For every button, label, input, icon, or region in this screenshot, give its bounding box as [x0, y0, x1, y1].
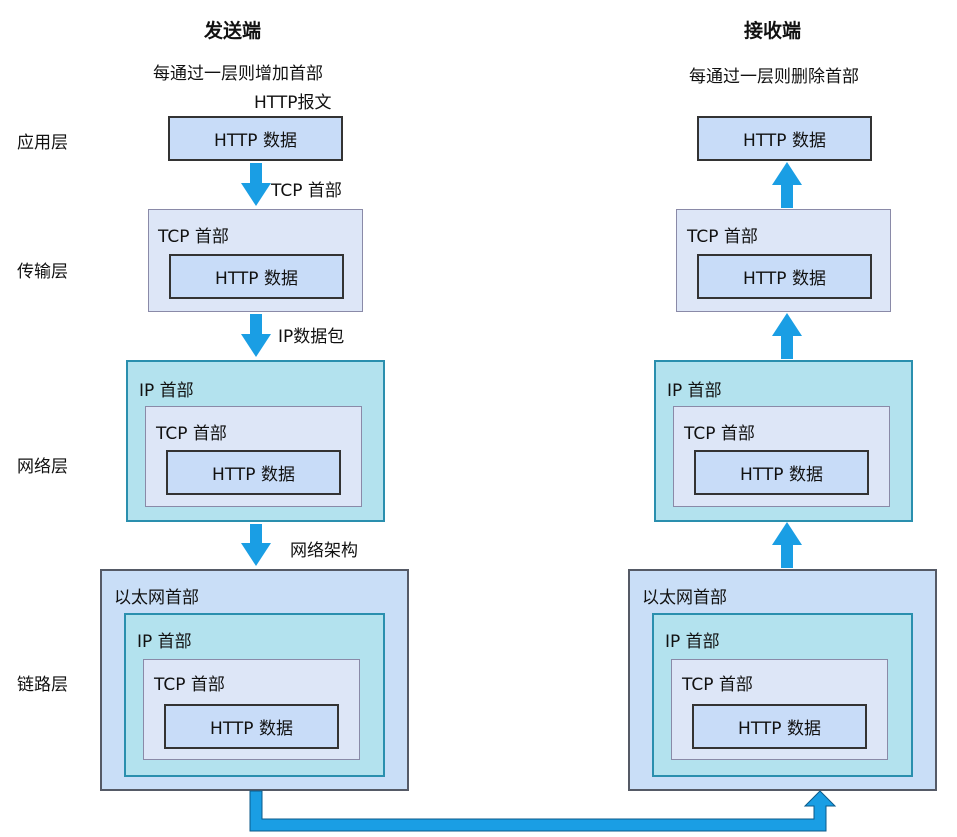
http-data-box: HTTP 数据	[692, 704, 867, 749]
receiver-app-http-data: HTTP 数据	[697, 116, 872, 161]
http-data-box: HTTP 数据	[169, 254, 344, 299]
sender-app-http-data: HTTP 数据	[168, 116, 343, 161]
tcp-segment-box: TCP 首部 HTTP 数据	[671, 659, 888, 760]
sender-transport-tcp-segment: TCP 首部 HTTP 数据	[148, 209, 363, 312]
tcp-header-label: TCP 首部	[687, 227, 758, 247]
tcp-segment-box: TCP 首部 HTTP 数据	[673, 406, 890, 507]
arrow-label-tcp-header: TCP 首部	[271, 181, 342, 201]
ip-packet-box: IP 首部 TCP 首部 HTTP 数据	[124, 613, 385, 777]
down-arrow-icon	[241, 314, 271, 357]
arrow-label-ip-packet: IP数据包	[278, 327, 345, 347]
ip-header-label: IP 首部	[137, 632, 192, 652]
layer-label-transport: 传输层	[17, 262, 68, 282]
sender-note-http-message: HTTP报文	[254, 93, 332, 113]
ip-header-label: IP 首部	[667, 381, 722, 401]
tcp-header-label: TCP 首部	[154, 675, 225, 695]
http-data-box: HTTP 数据	[697, 254, 872, 299]
ip-header-label: IP 首部	[665, 632, 720, 652]
http-data-box: HTTP 数据	[166, 450, 341, 495]
tcp-header-label: TCP 首部	[156, 424, 227, 444]
receiver-note: 每通过一层则删除首部	[689, 67, 859, 87]
sender-link-ethernet-frame: 以太网首部 IP 首部 TCP 首部 HTTP 数据	[100, 569, 409, 791]
sender-note: 每通过一层则增加首部	[153, 64, 323, 84]
http-data-box: HTTP 数据	[164, 704, 339, 749]
sender-network-ip-packet: IP 首部 TCP 首部 HTTP 数据	[126, 360, 385, 522]
layer-label-network: 网络层	[17, 457, 68, 477]
up-arrow-icon	[772, 313, 802, 359]
tcp-header-label: TCP 首部	[684, 424, 755, 444]
eth-header-label: 以太网首部	[642, 588, 727, 608]
down-arrow-icon	[241, 163, 271, 206]
receiver-title: 接收端	[744, 20, 802, 42]
receiver-network-ip-packet: IP 首部 TCP 首部 HTTP 数据	[654, 360, 913, 522]
layer-label-link: 链路层	[17, 675, 68, 695]
receiver-link-ethernet-frame: 以太网首部 IP 首部 TCP 首部 HTTP 数据	[628, 569, 937, 791]
receiver-transport-tcp-segment: TCP 首部 HTTP 数据	[676, 209, 891, 312]
up-arrow-icon	[772, 162, 802, 208]
tcp-header-label: TCP 首部	[682, 675, 753, 695]
down-arrow-icon	[241, 524, 271, 566]
http-data-box: HTTP 数据	[694, 450, 869, 495]
layer-label-application: 应用层	[17, 133, 68, 153]
transmission-arrow-icon	[249, 790, 837, 832]
tcp-segment-box: TCP 首部 HTTP 数据	[143, 659, 360, 760]
ip-packet-box: IP 首部 TCP 首部 HTTP 数据	[652, 613, 913, 777]
ip-header-label: IP 首部	[139, 381, 194, 401]
tcp-header-label: TCP 首部	[158, 227, 229, 247]
eth-header-label: 以太网首部	[114, 588, 199, 608]
tcp-segment-box: TCP 首部 HTTP 数据	[145, 406, 362, 507]
sender-title: 发送端	[204, 20, 262, 42]
arrow-label-network-arch: 网络架构	[290, 541, 358, 561]
up-arrow-icon	[772, 522, 802, 568]
